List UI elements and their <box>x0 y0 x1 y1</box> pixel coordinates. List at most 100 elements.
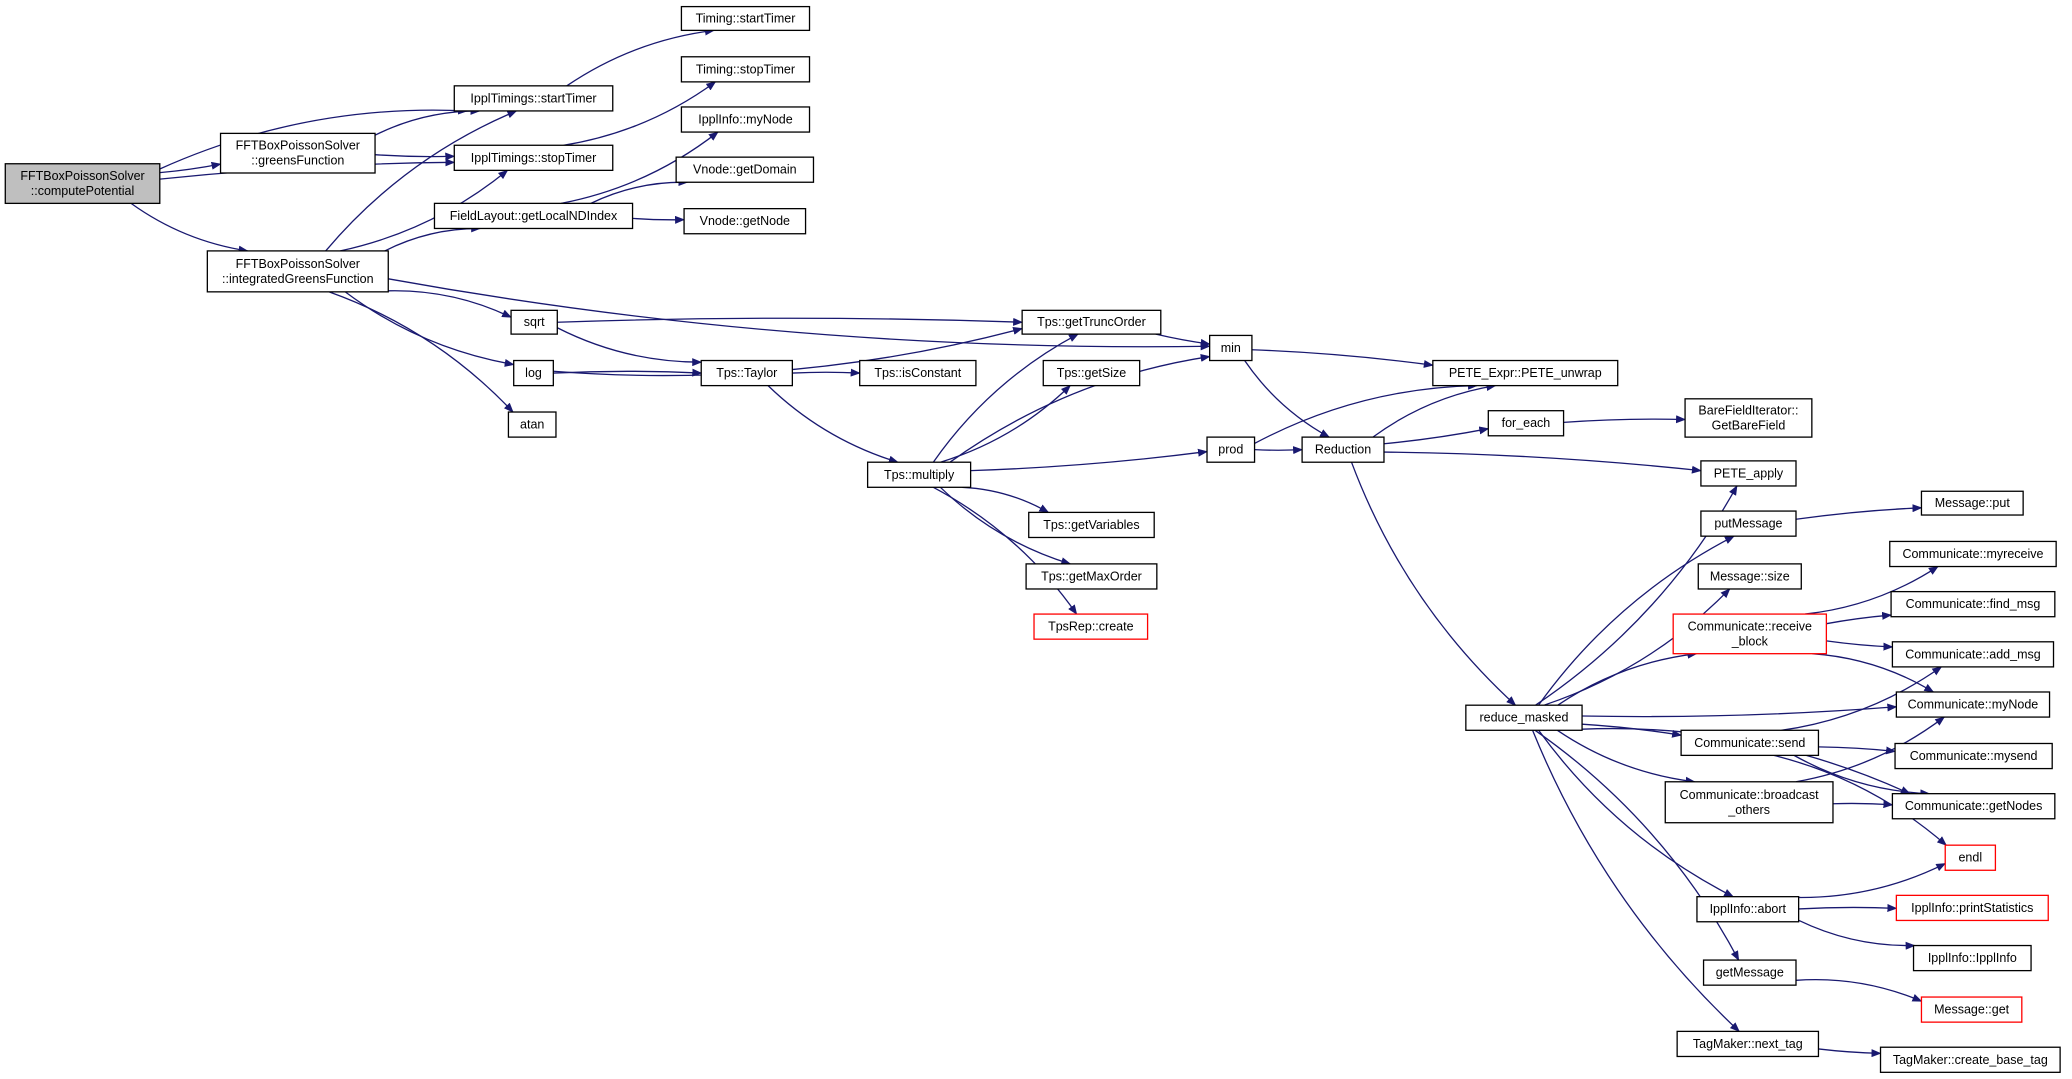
node-reduce-masked[interactable]: reduce_masked <box>1465 704 1583 731</box>
node-sqrt[interactable]: sqrt <box>510 309 558 335</box>
node-log[interactable]: log <box>513 359 554 387</box>
node-pete-unwrap[interactable]: PETE_Expr::PETE_unwrap <box>1432 359 1619 387</box>
node-message-size[interactable]: Message::size <box>1697 563 1802 590</box>
node-box <box>1684 398 1813 438</box>
node-comm-my-node[interactable]: Communicate::myNode <box>1895 691 2051 718</box>
node-ippl-abort[interactable]: IpplInfo::abort <box>1696 896 1800 923</box>
node-label-line: _block <box>1731 634 1769 648</box>
node-get-variables[interactable]: Tps::getVariables <box>1028 511 1155 539</box>
node-box <box>1676 1030 1820 1058</box>
node-start-timer[interactable]: IpplTimings::startTimer <box>453 85 614 112</box>
node-root[interactable]: FFTBoxPoissonSolver::computePotential <box>4 163 161 205</box>
node-box <box>1672 613 1828 655</box>
node-comm-my-send[interactable]: Communicate::mysend <box>1894 742 2053 770</box>
node-label-line: Communicate::broadcast <box>1680 788 1819 802</box>
node-comm-find-msg[interactable]: Communicate::find_msg <box>1890 590 2056 618</box>
node-vnode-get-node[interactable]: Vnode::getNode <box>683 208 807 235</box>
call-edge-root-to-integratedGreens <box>130 202 249 254</box>
node-next-tag[interactable]: TagMaker::next_tag <box>1676 1030 1820 1058</box>
node-endl[interactable]: endl <box>1944 844 1997 871</box>
node-ippl-info-ctor[interactable]: IpplInfo::IpplInfo <box>1912 944 2032 972</box>
node-box <box>1890 590 2056 618</box>
node-message-get[interactable]: Message::get <box>1920 996 2023 1023</box>
node-box <box>507 411 557 438</box>
call-edge-sqrt-to-getTruncOrder <box>557 317 1024 326</box>
node-timing-start[interactable]: Timing::startTimer <box>680 5 811 32</box>
node-label-line: Tps::getSize <box>1057 366 1127 380</box>
call-edge-getMessage-to-messageGet <box>1795 978 1923 1002</box>
call-edge-commReceiveBlock-to-commFindMsg <box>1826 611 1893 625</box>
node-box <box>510 309 558 335</box>
node-vnode-get-domain[interactable]: Vnode::getDomain <box>675 156 815 183</box>
node-ippl-my-node[interactable]: IpplInfo::myNode <box>680 106 811 133</box>
node-box <box>453 144 614 172</box>
call-edge-reduceMasked-to-putMessage <box>1537 535 1735 706</box>
node-get-trunc-order[interactable]: Tps::getTruncOrder <box>1021 309 1162 335</box>
node-prod[interactable]: prod <box>1206 436 1256 463</box>
node-message-put[interactable]: Message::put <box>1920 490 2024 516</box>
node-comm-add-msg[interactable]: Communicate::add_msg <box>1891 641 2055 668</box>
node-label-line: IpplInfo::IpplInfo <box>1928 951 2017 965</box>
node-comm-receive-block[interactable]: Communicate::receive_block <box>1672 613 1828 655</box>
node-timing-stop[interactable]: Timing::stopTimer <box>680 56 811 83</box>
node-get-max-order[interactable]: Tps::getMaxOrder <box>1025 563 1158 590</box>
node-get-local-n-d-index[interactable]: FieldLayout::getLocalNDIndex <box>433 202 634 230</box>
node-box <box>1696 896 1800 923</box>
node-box <box>1028 511 1155 539</box>
node-box <box>1465 704 1583 731</box>
node-put-message[interactable]: putMessage <box>1700 510 1797 537</box>
node-print-statistics[interactable]: IpplInfo::printStatistics <box>1895 894 2049 922</box>
call-edge-reduceMasked-to-commMyNode <box>1582 703 1898 718</box>
node-taylor[interactable]: Tps::Taylor <box>700 359 794 387</box>
node-get-size[interactable]: Tps::getSize <box>1042 359 1141 387</box>
node-box <box>1889 540 2057 568</box>
call-edge-root-to-greensFunction <box>159 161 222 174</box>
call-edge-integratedGreens-to-getLocalNDIndex <box>384 224 482 252</box>
node-bare-field[interactable]: BareFieldIterator::GetBareField <box>1684 398 1813 438</box>
node-min[interactable]: min <box>1209 334 1253 362</box>
node-reduction[interactable]: Reduction <box>1301 436 1385 463</box>
node-label-line: _others <box>1727 803 1770 817</box>
node-label-line: BareFieldIterator:: <box>1698 403 1798 417</box>
node-integrated-greens[interactable]: FFTBoxPoissonSolver::integratedGreensFun… <box>206 250 389 293</box>
call-edge-multiply-to-min <box>949 353 1211 463</box>
node-label-line: Communicate::add_msg <box>1905 647 2041 661</box>
node-multiply[interactable]: Tps::multiply <box>866 461 972 488</box>
node-box <box>675 156 815 183</box>
node-stop-timer[interactable]: IpplTimings::stopTimer <box>453 144 614 172</box>
node-box <box>1680 729 1820 757</box>
node-box <box>1042 359 1141 387</box>
call-edge-commBroadcast-to-commMyNode <box>1795 716 1946 783</box>
node-pete-apply[interactable]: PETE_apply <box>1700 460 1797 487</box>
node-box <box>4 163 161 205</box>
node-create-base-tag[interactable]: TagMaker::create_base_tag <box>1879 1046 2061 1073</box>
node-greens-function[interactable]: FFTBoxPoissonSolver::greensFunction <box>219 132 376 174</box>
node-for-each[interactable]: for_each <box>1487 410 1565 437</box>
call-edge-integratedGreens-to-min <box>388 278 1211 351</box>
node-comm-send[interactable]: Communicate::send <box>1680 729 1820 757</box>
node-label-line: Reduction <box>1315 443 1371 457</box>
call-edge-root-to-startTimer <box>159 106 469 170</box>
node-comm-get-nodes[interactable]: Communicate::getNodes <box>1891 793 2056 820</box>
node-comm-my-receive[interactable]: Communicate::myreceive <box>1889 540 2057 568</box>
call-edge-reduceMasked-to-ipplAbort <box>1538 729 1735 898</box>
call-edge-startTimer-to-timingStart <box>566 27 715 87</box>
node-label-line: TagMaker::next_tag <box>1693 1037 1803 1051</box>
call-edge-multiply-to-getTruncOrder <box>932 333 1079 463</box>
node-atan[interactable]: atan <box>507 411 557 438</box>
node-get-message[interactable]: getMessage <box>1702 959 1797 986</box>
node-is-constant[interactable]: Tps::isConstant <box>859 359 977 387</box>
node-label-line: GetBareField <box>1712 418 1786 432</box>
call-edge-commBroadcast-to-commGetNodes <box>1832 800 1894 809</box>
call-edge-sqrt-to-taylor <box>556 327 703 367</box>
node-box <box>680 56 811 83</box>
node-tps-rep-create[interactable]: TpsRep::create <box>1033 613 1149 640</box>
call-edge-integratedGreens-to-stopTimer <box>340 169 509 252</box>
call-edge-reduction-to-reduceMasked <box>1350 461 1517 706</box>
call-edge-greensFunction-to-stopTimer <box>375 152 456 161</box>
node-comm-broadcast[interactable]: Communicate::broadcast_others <box>1664 781 1834 824</box>
call-edge-reduceMasked-to-commReceiveBlock <box>1557 650 1698 706</box>
call-edge-ipplAbort-to-printStatistics <box>1798 903 1898 912</box>
node-label-line: IpplTimings::stopTimer <box>471 151 597 165</box>
call-edge-multiply-to-prod <box>970 448 1209 472</box>
